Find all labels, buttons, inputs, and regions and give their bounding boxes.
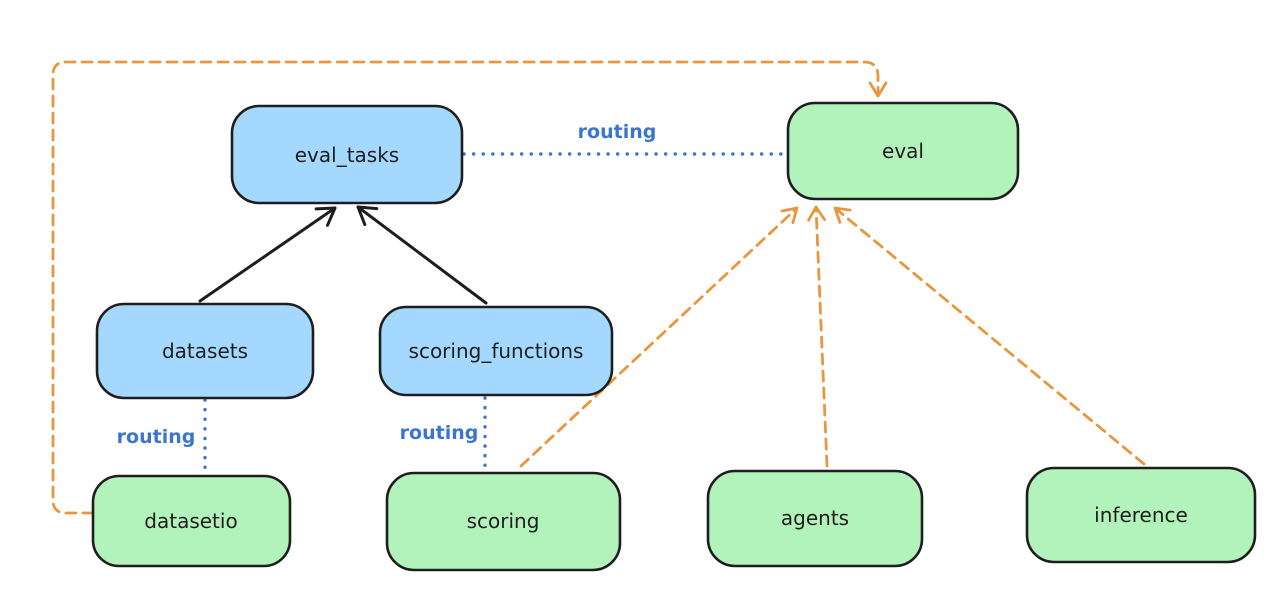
edge-inference-to-eval <box>833 206 1146 466</box>
edge-datasetio-to-eval <box>51 60 888 515</box>
node-scoring-functions-label: scoring_functions <box>409 339 584 363</box>
node-eval-box <box>786 101 1020 201</box>
node-eval-tasks: eval_tasks <box>230 104 464 205</box>
node-scoring: scoring <box>385 471 622 572</box>
node-datasetio-label: datasetio <box>144 509 237 533</box>
node-inference-box <box>1025 466 1257 564</box>
node-eval: eval <box>786 101 1020 201</box>
routing-label-datasetio: routing <box>117 426 196 448</box>
node-agents: agents <box>706 469 924 568</box>
node-scoring-box <box>385 471 622 572</box>
node-eval-tasks-label: eval_tasks <box>295 143 399 167</box>
node-agents-box <box>706 469 924 568</box>
node-eval-label: eval <box>882 139 924 163</box>
node-datasetio: datasetio <box>91 474 292 568</box>
node-datasets: datasets <box>95 302 315 400</box>
node-datasetio-box <box>91 474 292 568</box>
edge-scoring-to-eval <box>519 206 799 468</box>
routing-label-scoring: routing <box>400 422 479 444</box>
node-inference: inference <box>1025 466 1257 564</box>
node-datasets-box <box>95 302 315 400</box>
node-datasets-label: datasets <box>162 339 248 363</box>
node-eval-tasks-box <box>230 104 464 205</box>
node-scoring-label: scoring <box>467 509 540 533</box>
routing-label-eval: routing <box>578 121 657 143</box>
edge-agents-to-eval <box>807 205 829 468</box>
node-inference-label: inference <box>1094 503 1188 527</box>
node-scoring-functions: scoring_functions <box>378 305 614 397</box>
edge-scoring-functions-to-eval-tasks <box>356 205 488 305</box>
node-scoring-functions-box <box>378 305 614 397</box>
edge-datasets-to-eval-tasks <box>198 206 337 303</box>
node-agents-label: agents <box>781 506 849 530</box>
